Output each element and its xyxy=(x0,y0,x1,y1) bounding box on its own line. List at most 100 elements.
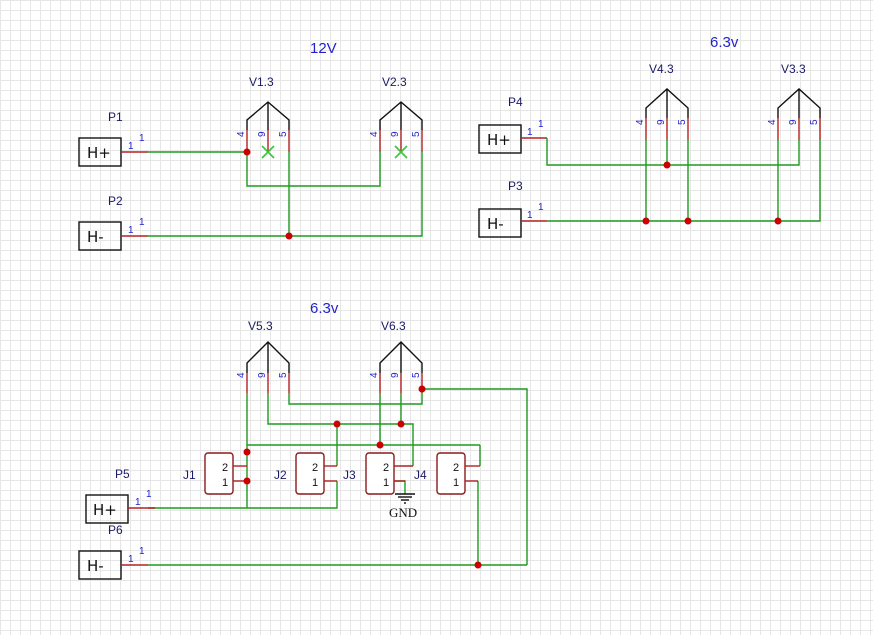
title-12v: 12V xyxy=(310,40,337,57)
valve-v3-pin-9: 9 xyxy=(788,119,799,125)
jumper-j1-pin2: 2 xyxy=(222,462,228,474)
jumper-j3-ref: J3 xyxy=(343,468,356,482)
section-12v: H+ P1 1 1 H- P2 1 1 V1.3 4 9 5 xyxy=(78,75,423,251)
jumper-j4-ref: J4 xyxy=(414,468,427,482)
valve-v1-pin-9: 9 xyxy=(257,131,268,137)
connector-p5[interactable]: H+ P5 1 1 xyxy=(85,467,155,524)
jumper-j2-ref: J2 xyxy=(274,468,287,482)
jumper-j2-pin1: 1 xyxy=(312,477,318,489)
valve-v4-pin-9: 9 xyxy=(656,119,667,125)
connector-p4-pin-a: 1 xyxy=(527,127,533,138)
jumper-j3[interactable]: J3 2 1 xyxy=(343,452,413,495)
section-6v3-top: H+ P4 1 1 H- P3 1 1 V4.3 4 9 5 xyxy=(478,62,821,238)
connector-p4-pin-b: 1 xyxy=(538,119,544,130)
valve-v3[interactable]: V3.3 4 9 5 xyxy=(767,62,821,140)
junction xyxy=(285,232,293,240)
connector-p1-ref: P1 xyxy=(108,110,123,124)
valve-v5-pin-4: 4 xyxy=(236,372,247,378)
wire-j3-pin2 xyxy=(401,423,414,466)
valve-v3-pin-4: 4 xyxy=(767,119,778,125)
valve-v2-ref: V2.3 xyxy=(382,75,407,89)
junction xyxy=(418,385,426,393)
title-6v3-top: 6.3v xyxy=(710,34,739,51)
valve-v5[interactable]: V5.3 4 9 5 xyxy=(236,319,290,393)
valve-v3-ref: V3.3 xyxy=(781,62,806,76)
junction xyxy=(397,420,405,428)
connector-p5-pin-b: 1 xyxy=(146,489,152,500)
wire-p2-v2 xyxy=(148,152,423,237)
connector-p4-label: H+ xyxy=(487,131,511,149)
wire-v5-pin5-v6-pin5 xyxy=(288,389,423,405)
valve-v6-pin-4: 4 xyxy=(369,372,380,378)
connector-p1-pin-b: 1 xyxy=(139,133,145,144)
valve-v1-ref: V1.3 xyxy=(249,75,274,89)
valve-v2-pin-5: 5 xyxy=(411,131,422,137)
connector-p3[interactable]: H- P3 1 1 xyxy=(478,179,547,238)
connector-p2-pin-a: 1 xyxy=(128,225,134,236)
jumper-j1-pin1: 1 xyxy=(222,477,228,489)
valve-v1-pin-4: 4 xyxy=(236,131,247,137)
title-6v3-bottom: 6.3v xyxy=(310,300,339,317)
connector-p4-ref: P4 xyxy=(508,95,523,109)
jumper-j2[interactable]: J2 2 1 xyxy=(274,452,337,495)
valve-v6-pin-9: 9 xyxy=(390,372,401,378)
connector-p3-pin-a: 1 xyxy=(527,210,533,221)
connector-p5-pin-a: 1 xyxy=(135,497,141,508)
jumper-j3-pin1: 1 xyxy=(383,477,389,489)
junction xyxy=(774,217,782,225)
wire-p4-pin9 xyxy=(546,138,800,166)
jumper-j4-pin2: 2 xyxy=(453,462,459,474)
connector-p2-label: H- xyxy=(87,228,104,246)
connector-p2-pin-b: 1 xyxy=(139,217,145,228)
connector-p3-label: H- xyxy=(487,215,504,233)
connector-p4[interactable]: H+ P4 1 1 xyxy=(478,95,547,154)
wire-v1-v2-pin4 xyxy=(246,152,381,187)
valve-v5-pin-9: 9 xyxy=(257,372,268,378)
wire-j3-gnd xyxy=(395,480,406,494)
valve-v2[interactable]: V2.3 4 9 5 xyxy=(369,75,423,159)
connector-p6-pin-b: 1 xyxy=(139,546,145,557)
connector-p6-label: H- xyxy=(87,557,104,575)
junction xyxy=(663,161,671,169)
valve-v5-ref: V5.3 xyxy=(248,319,273,333)
junction xyxy=(243,477,251,485)
connector-p6-pin-a: 1 xyxy=(128,554,134,565)
connector-p5-ref: P5 xyxy=(115,467,130,481)
jumper-j4-pin1: 1 xyxy=(453,477,459,489)
connector-p1[interactable]: H+ P1 1 1 xyxy=(78,110,148,167)
connector-p5-label: H+ xyxy=(93,501,117,519)
jumper-j2-pin2: 2 xyxy=(312,462,318,474)
jumper-j1-ref: J1 xyxy=(183,468,196,482)
valve-v5-pin-5: 5 xyxy=(278,372,289,378)
wire-v5-v6-pin9 xyxy=(267,393,402,425)
connector-p2[interactable]: H- P2 1 1 xyxy=(78,194,148,251)
connector-p3-ref: P3 xyxy=(508,179,523,193)
valve-v1[interactable]: V1.3 4 9 5 xyxy=(236,75,290,159)
wire-p5-bus xyxy=(148,481,338,509)
junction xyxy=(684,217,692,225)
connector-p2-ref: P2 xyxy=(108,194,123,208)
valve-v4-ref: V4.3 xyxy=(649,62,674,76)
junction xyxy=(642,217,650,225)
jumper-j1[interactable]: J1 2 1 xyxy=(183,452,247,495)
wire-p3-bus xyxy=(547,140,821,222)
connector-p3-pin-b: 1 xyxy=(538,202,544,213)
junction xyxy=(474,561,482,569)
wire-v6-pin5-right xyxy=(422,388,528,565)
ground-symbol: GND xyxy=(389,493,417,520)
connector-p1-label: H+ xyxy=(87,144,111,162)
junction xyxy=(333,420,341,428)
valve-v3-pin-5: 5 xyxy=(809,119,820,125)
valve-v2-pin-4: 4 xyxy=(369,131,380,137)
connector-p6-ref: P6 xyxy=(108,523,123,537)
jumper-j4[interactable]: J4 2 1 xyxy=(414,452,480,495)
junction xyxy=(376,441,384,449)
valve-v6-ref: V6.3 xyxy=(381,319,406,333)
connector-p6[interactable]: H- P6 1 1 xyxy=(78,523,148,580)
valve-v4[interactable]: V4.3 4 9 5 xyxy=(635,62,689,140)
valve-v2-pin-9: 9 xyxy=(390,131,401,137)
jumper-j3-pin2: 2 xyxy=(383,462,389,474)
valve-v6[interactable]: V6.3 4 9 5 xyxy=(369,319,423,393)
valve-v1-pin-5: 5 xyxy=(278,131,289,137)
connector-p1-pin-a: 1 xyxy=(128,141,134,152)
